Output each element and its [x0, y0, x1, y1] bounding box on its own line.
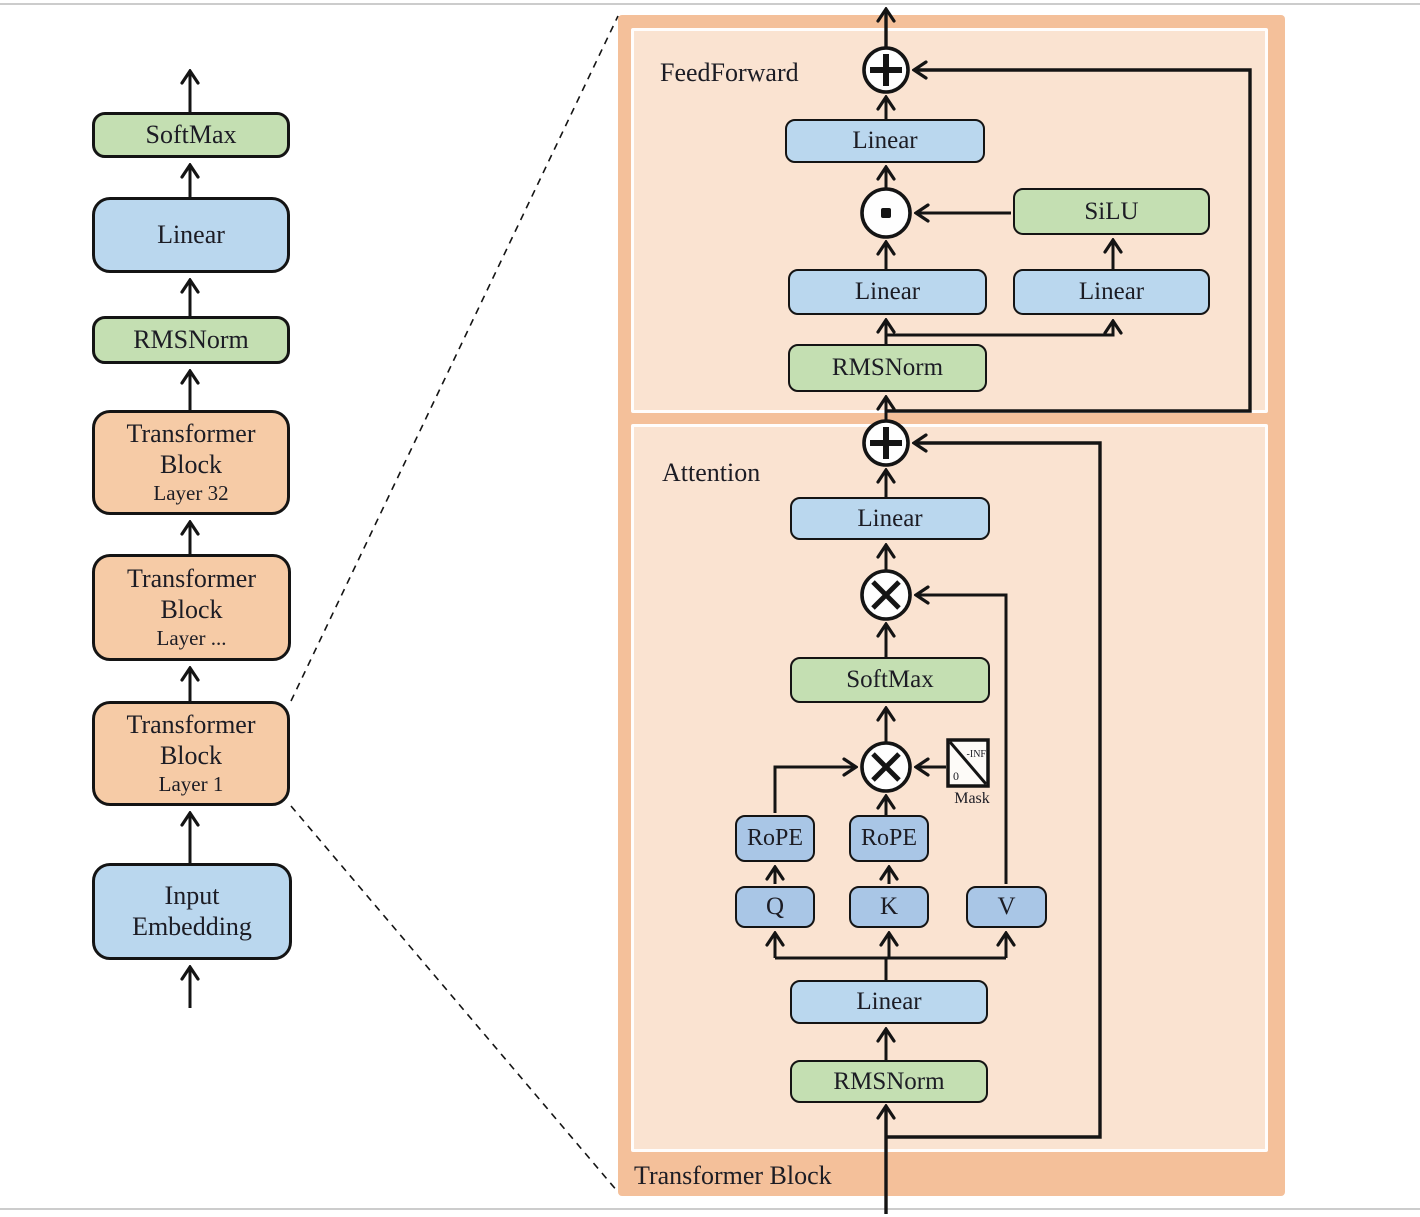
- ff-linear-gate-label: Linear: [854, 278, 921, 306]
- dot-product-icon: [860, 187, 912, 239]
- ff-rmsnorm-label: RMSNorm: [831, 354, 944, 382]
- v-label: V: [997, 893, 1016, 921]
- k-label: K: [879, 893, 899, 921]
- input-embedding-label: Embedding: [132, 911, 252, 941]
- block-title: Block: [159, 450, 223, 480]
- attention-panel: [631, 424, 1268, 1152]
- ff-linear-out-box: Linear: [785, 119, 985, 163]
- attn-linear-qkv-box: Linear: [790, 980, 988, 1024]
- mask-zero-value: 0: [953, 769, 959, 783]
- feedforward-label: FeedForward: [660, 58, 799, 87]
- screen-border-bottom: [0, 1208, 1420, 1210]
- block-title: Block: [159, 741, 223, 771]
- zoom-guide-bottom: [290, 805, 619, 1193]
- ff-linear-out-label: Linear: [852, 127, 918, 155]
- rope-q-box: RoPE: [735, 815, 815, 862]
- mask-label: Mask: [954, 790, 990, 807]
- q-connector: [773, 767, 855, 813]
- block-title: Transformer: [126, 710, 256, 740]
- multiply-icon-scores-v: [860, 569, 912, 621]
- rope-k-box: RoPE: [849, 815, 929, 862]
- zoom-guide-top: [290, 15, 619, 702]
- add-icon-feedforward: [862, 46, 910, 94]
- feedforward-residual: [886, 70, 1252, 413]
- ff-linear-up-label: Linear: [1078, 278, 1145, 306]
- attn-softmax-label: SoftMax: [846, 666, 934, 694]
- rope-k-label: RoPE: [860, 825, 917, 852]
- block-layer-label: Layer 1: [158, 771, 224, 796]
- q-label: Q: [765, 893, 785, 921]
- transformer-block-layer-mid: Transformer Block Layer ...: [92, 554, 291, 661]
- block-title: Transformer: [126, 419, 256, 449]
- rmsnorm-block-left: RMSNorm: [92, 316, 290, 364]
- attn-rmsnorm-label: RMSNorm: [833, 1067, 945, 1095]
- silu-box: SiLU: [1013, 188, 1210, 235]
- attention-label: Attention: [662, 458, 761, 487]
- ff-rmsnorm-box: RMSNorm: [788, 344, 987, 392]
- attn-linear-out-label: Linear: [857, 504, 923, 532]
- block-layer-label: Layer ...: [156, 625, 227, 650]
- attn-linear-out-box: Linear: [790, 497, 990, 540]
- mask-box: -INF 0 Mask: [946, 738, 990, 807]
- rmsnorm-block-left-label: RMSNorm: [133, 324, 249, 354]
- input-embedding-block: Input Embedding: [92, 863, 292, 960]
- input-embedding-label: Input: [164, 880, 220, 910]
- attn-linear-qkv-label: Linear: [856, 988, 922, 1016]
- ff-linear-gate-box: Linear: [788, 269, 987, 315]
- v-connector: [917, 595, 1008, 884]
- rope-q-label: RoPE: [746, 825, 803, 852]
- add-icon-attention: [862, 419, 910, 467]
- screen-border-top: [0, 3, 1420, 5]
- attention-residual: [886, 443, 1102, 1139]
- block-layer-label: Layer 32: [153, 480, 229, 505]
- softmax-block-left: SoftMax: [92, 112, 290, 158]
- q-box: Q: [735, 886, 815, 928]
- mask-neg-inf-value: -INF: [967, 749, 987, 760]
- block-title: Transformer: [126, 564, 257, 594]
- attn-softmax-box: SoftMax: [790, 657, 990, 703]
- silu-label: SiLU: [1084, 197, 1139, 225]
- block-title: Block: [160, 595, 223, 625]
- multiply-icon-q-k: [860, 741, 912, 793]
- linear-block-left: Linear: [92, 197, 290, 273]
- attention-connectors: [773, 398, 1102, 1214]
- softmax-block-left-label: SoftMax: [145, 119, 237, 149]
- k-box: K: [849, 886, 929, 928]
- attn-rmsnorm-box: RMSNorm: [790, 1060, 988, 1103]
- feedforward-connectors: [886, 10, 1252, 413]
- ff-linear-up-box: Linear: [1013, 269, 1210, 315]
- transformer-block-layer-1: Transformer Block Layer 1: [92, 701, 290, 806]
- v-box: V: [966, 886, 1047, 928]
- transformer-block-layer-32: Transformer Block Layer 32: [92, 410, 290, 515]
- transformer-block-panel-title: Transformer Block: [634, 1161, 832, 1190]
- linear-block-left-label: Linear: [157, 219, 225, 249]
